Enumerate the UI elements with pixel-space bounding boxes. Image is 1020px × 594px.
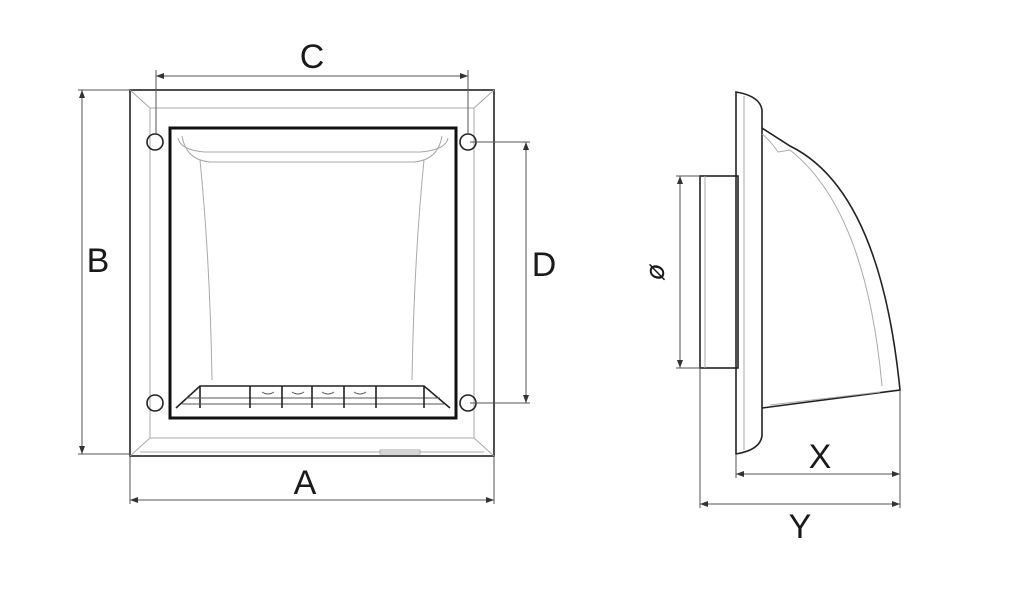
dimension-y: Y: [699, 368, 900, 546]
front-view: C B D A: [78, 38, 556, 504]
screw-hole-bl: [146, 394, 164, 412]
side-view: ø X Y: [641, 91, 901, 546]
front-louvre: [175, 385, 451, 409]
dimension-c: C: [155, 38, 469, 134]
side-spigot: [699, 175, 739, 369]
bottom-tab: [379, 449, 421, 455]
side-wall-plate: [735, 91, 763, 455]
dimension-a-label: A: [294, 464, 317, 502]
front-hood-opening: [168, 126, 458, 420]
dimension-d-label: D: [532, 246, 557, 284]
dimension-b-label: B: [87, 242, 110, 280]
dimension-x: X: [735, 390, 901, 508]
dimension-a: A: [129, 456, 495, 504]
dimension-diameter: ø: [641, 175, 700, 369]
dimension-y-label: Y: [789, 508, 812, 546]
bevel-corner-tl: [129, 89, 151, 109]
front-bevel-frame: [149, 107, 475, 439]
hood-top-curve-2: [181, 135, 443, 163]
hood-top-curve: [177, 137, 449, 153]
hood-left-curve: [199, 159, 213, 381]
bevel-corner-bl: [129, 437, 151, 457]
side-hood: [761, 127, 901, 409]
front-outer-plate: [129, 89, 495, 457]
dimension-b: B: [78, 89, 130, 455]
dimension-d: D: [470, 141, 557, 404]
dimension-diameter-label: ø: [641, 263, 671, 281]
bevel-corner-tr: [473, 89, 495, 109]
dimension-c-label: C: [300, 38, 325, 76]
screw-hole-tl: [146, 133, 164, 151]
bevel-corner-br: [473, 437, 495, 457]
hood-right-curve: [411, 159, 425, 381]
dimension-x-label: X: [809, 438, 832, 476]
